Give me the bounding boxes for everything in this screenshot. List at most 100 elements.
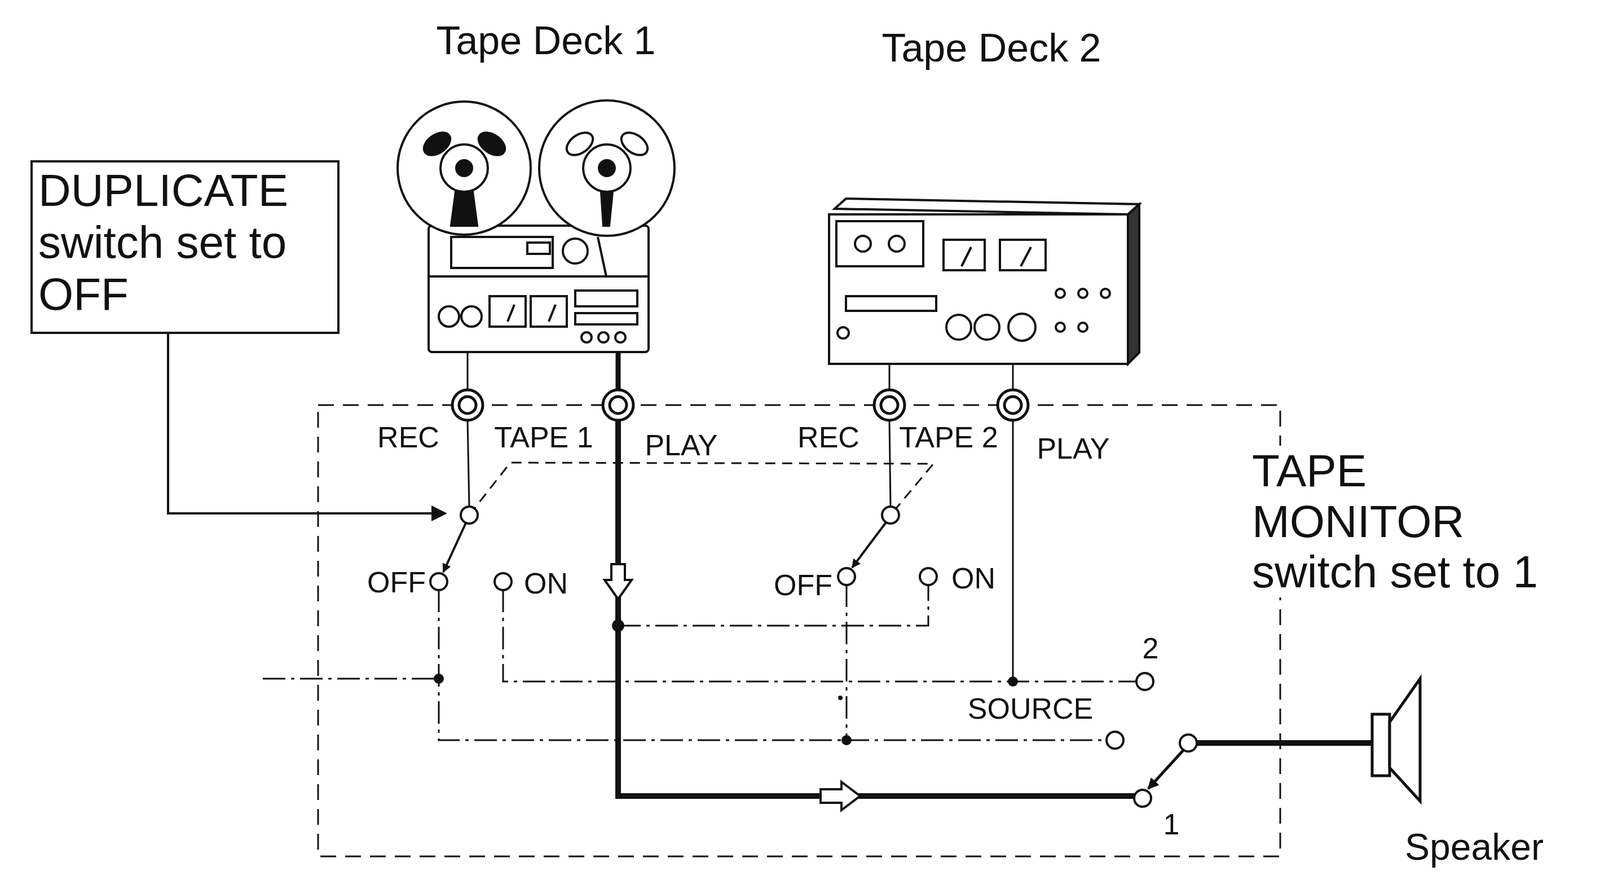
switch-contact [838,567,855,585]
head-cover [527,242,550,254]
meter-needle [961,247,972,267]
control-knob [438,306,460,327]
monitor-pivot [1179,734,1197,752]
reel-window [474,128,510,160]
control-knob [1008,313,1036,341]
switch-pivot [460,506,478,524]
reel-hub [440,144,488,192]
switch-arm [443,522,466,572]
tape2-wire [503,589,1137,682]
jack [452,389,483,421]
junction-dot [1007,676,1018,687]
terminal-label: TAPE 2 [896,421,1000,454]
flow-arrow [820,781,861,810]
source-wire [438,589,1108,740]
terminal-label: SOURCE [965,692,1096,725]
control-knob [974,314,1000,340]
tape-reel [539,100,675,236]
ganged-switch-link [469,462,934,515]
meter-needle [507,304,515,322]
cassette-hub [888,235,905,252]
play-lead [1012,363,1015,390]
button-row [845,296,937,311]
tension-arm [451,191,478,226]
switch-note: TAPE MONITOR switch set to 1 [1249,445,1571,598]
rec-lead [888,363,891,390]
power-switch [837,327,849,339]
head-block [451,236,553,268]
play-wire [1012,420,1015,682]
reel-window [617,128,652,160]
callout-text: DUPLICATE switch set to OFF [32,162,338,323]
button-row [575,290,638,307]
jack [874,389,905,421]
deck-panel-line [428,275,649,278]
flow-arrow [604,563,632,599]
speaker-cone [1389,678,1421,801]
device-label: Tape Deck 1 [433,19,658,63]
reel-spindle [598,160,615,176]
callout-box: DUPLICATE switch set to OFF [30,160,340,334]
small-knob [1055,322,1065,332]
terminal-label: OFF [364,566,429,599]
small-knob [1078,322,1088,332]
jack-inner [1004,396,1022,414]
small-knob [615,332,626,343]
reel-spindle [456,160,473,176]
terminal-label: 1 [1161,808,1183,841]
button-row [575,313,638,325]
reel-hub [583,144,631,192]
guide-arm [597,236,607,277]
jack [602,389,634,421]
vu-meter [999,239,1046,271]
jack-inner [880,396,898,414]
junction-dot [838,695,843,700]
callout-arrow [168,333,446,514]
junction-dot [433,673,444,684]
switch-contact [919,567,937,585]
junction-dot [841,734,852,746]
amplifier-boundary [318,404,1281,857]
switch-arm [852,522,887,568]
small-knob [598,332,609,343]
terminal-label: REC [375,421,442,454]
deck-side [1127,204,1140,364]
play-lead [615,351,621,390]
terminal-label: REC [795,421,862,454]
terminal-label: PLAY [1034,432,1112,465]
meter-needle [548,304,556,322]
reel-window [420,128,455,160]
jack [997,389,1029,421]
terminal-label: ON [521,567,571,600]
rec-lead [466,351,469,390]
speaker-magnet [1372,713,1390,776]
switch-contact [494,572,512,590]
monitor-switch-arm [1148,750,1184,789]
tape-reel [397,101,531,235]
jack-inner [609,396,627,414]
deck-top [834,198,1140,215]
small-knob [581,332,592,343]
rec-wire [467,420,470,506]
control-knob [946,314,972,340]
control-knob [461,306,482,327]
monitor-contact [1136,672,1154,690]
small-knob [1055,288,1065,298]
small-knob [1078,288,1088,298]
switch-contact [430,572,448,590]
terminal-label: OFF [771,569,835,602]
switch-pivot [882,506,899,524]
small-knob [1100,288,1110,298]
speaker-wire [1188,739,1373,746]
vu-meter [489,296,526,327]
terminal-label: TAPE 1 [491,421,595,454]
vu-meter [943,239,985,271]
meter-needle [1020,247,1031,267]
device-label: Tape Deck 2 [879,26,1104,70]
terminal-label: ON [949,562,998,595]
vu-meter [530,296,567,327]
capstan-roller [562,238,588,264]
cassette-window [836,221,924,267]
tension-arm [601,191,613,226]
cassette-hub [854,235,871,252]
